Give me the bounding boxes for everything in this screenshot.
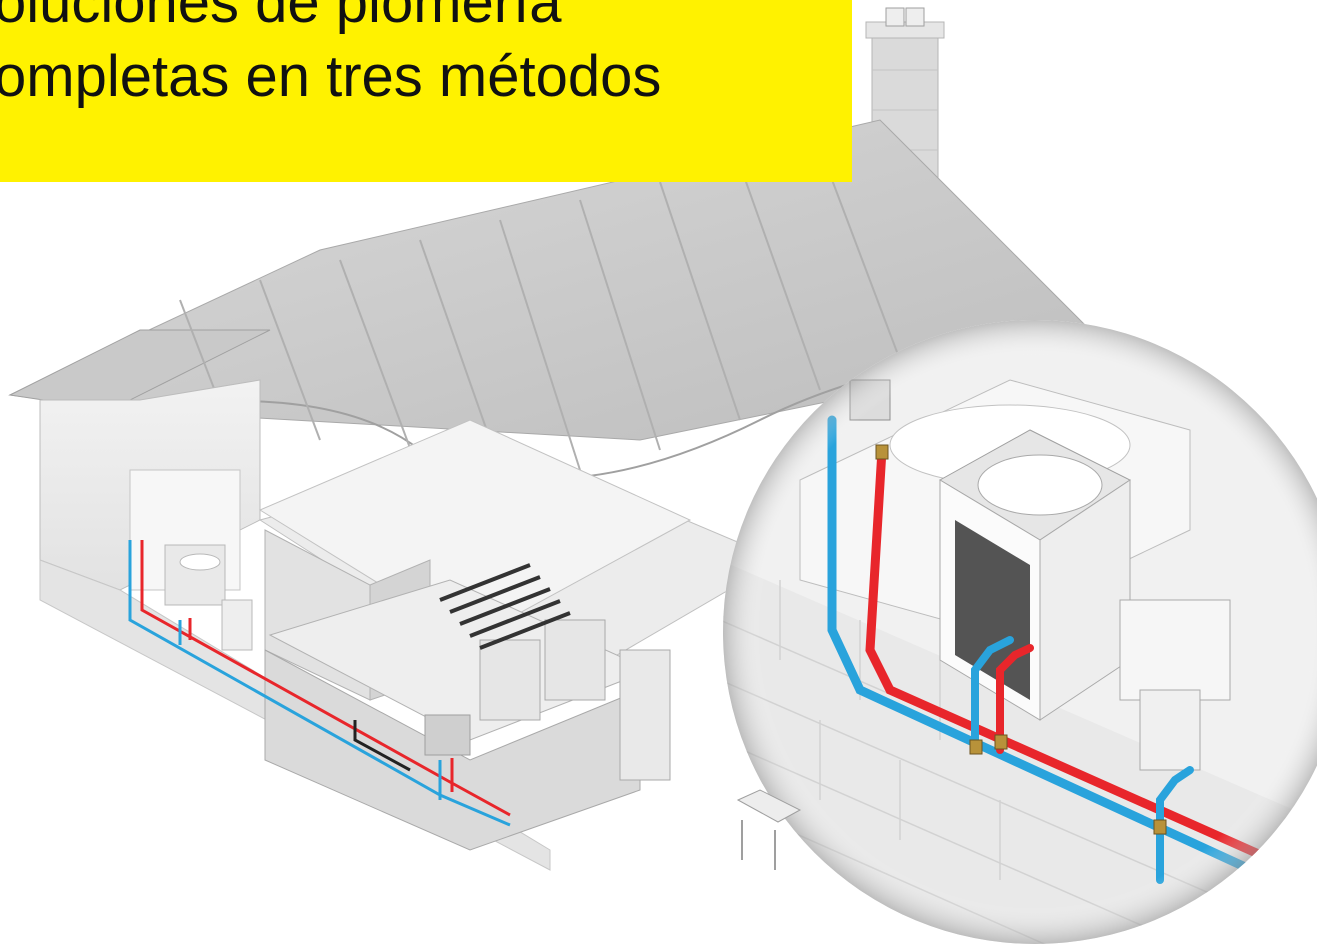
headline-banner: oluciones de plomería ompletas en tres m… xyxy=(0,0,852,182)
headline-line-1: oluciones de plomería xyxy=(0,0,562,35)
magnified-detail xyxy=(723,320,1317,944)
house-pipes xyxy=(128,540,511,827)
roof xyxy=(8,119,1107,480)
headline-line-2: ompletas en tres métodos xyxy=(0,44,662,109)
kitchen-cabinets xyxy=(264,529,671,851)
utility-sink xyxy=(736,789,802,870)
